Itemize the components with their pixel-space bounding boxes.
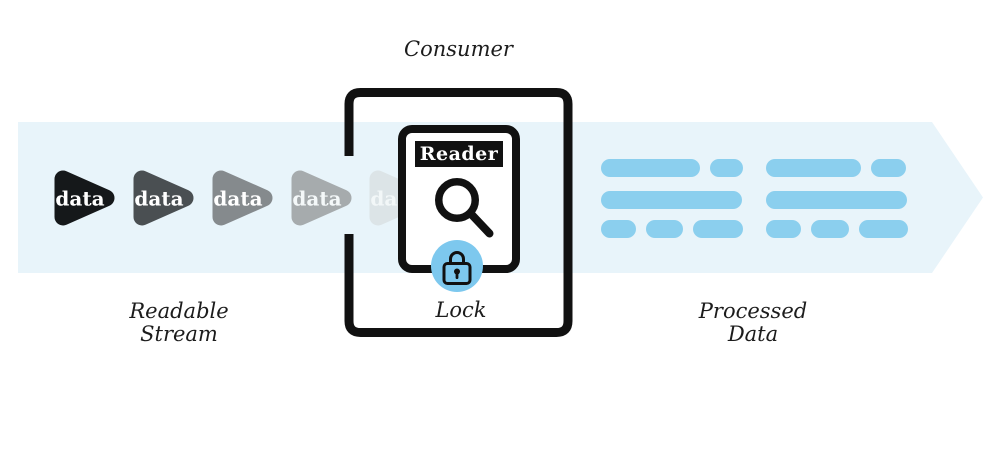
data-packet-icon: data — [133, 170, 194, 226]
processed-data-pill — [766, 191, 907, 209]
processed-data-pill — [710, 159, 743, 177]
data-packet-label: data — [55, 187, 104, 211]
processed-data-pill — [871, 159, 906, 177]
processed-data-pill — [766, 220, 801, 238]
processed-data-pill — [601, 159, 700, 177]
processed-data-label: Processed Data — [698, 299, 808, 346]
data-packet-label: data — [134, 187, 183, 211]
lock-icon — [442, 251, 472, 285]
processed-data-pill — [601, 220, 636, 238]
processed-data-pill — [766, 159, 861, 177]
processed-data-pill — [693, 220, 743, 238]
processed-data-pill — [646, 220, 683, 238]
data-packet-icon: data — [54, 170, 115, 226]
lock-label: Lock — [435, 298, 487, 322]
reader-label: Reader — [414, 141, 504, 167]
consumer-label: Consumer — [404, 37, 513, 61]
data-packet-label: data — [213, 187, 262, 211]
readable-stream-label: Readable Stream — [129, 299, 229, 346]
data-packet-icon: data — [291, 170, 352, 226]
data-packet-label: data — [292, 187, 341, 211]
processed-data-pill — [811, 220, 849, 238]
lock-badge — [431, 240, 483, 292]
processed-data-pill — [859, 220, 908, 238]
processed-data-pill — [601, 191, 742, 209]
data-packet-icon: data — [212, 170, 273, 226]
